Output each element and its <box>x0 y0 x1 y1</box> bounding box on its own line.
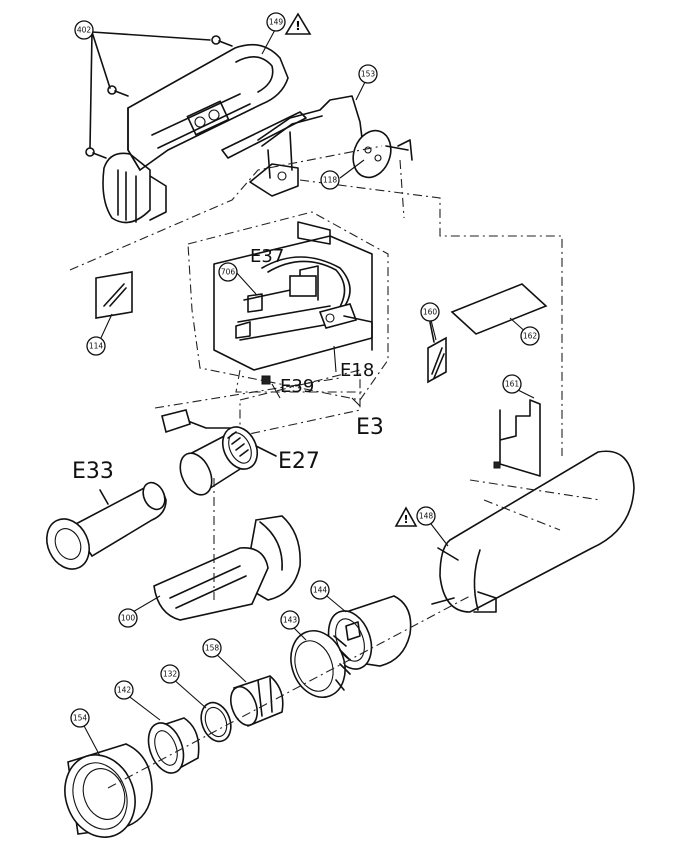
svg-text:114: 114 <box>89 342 104 351</box>
svg-text:158: 158 <box>205 644 220 653</box>
svg-text:!: ! <box>295 19 300 33</box>
label-e33: E33 <box>72 459 114 484</box>
callout-143: 143 <box>280 610 300 630</box>
svg-text:149: 149 <box>269 18 284 27</box>
ring-143 <box>290 630 351 698</box>
warning-triangle-icon: ! <box>284 12 312 35</box>
callout-706: 706 <box>218 262 238 282</box>
svg-text:153: 153 <box>361 70 376 79</box>
motor-e27 <box>161 409 277 496</box>
body-tube-148 <box>431 450 635 613</box>
callout-158: 158 <box>202 638 222 658</box>
callout-149: 149 <box>266 12 286 32</box>
component-e39 <box>261 375 271 385</box>
pcb-100 <box>153 478 269 621</box>
callout-162: 162 <box>520 326 540 346</box>
top-housing-149 <box>102 43 307 224</box>
svg-text:!: ! <box>403 513 408 526</box>
board-frame-e3 <box>69 145 563 456</box>
sheet-162 <box>450 283 548 335</box>
callout-132: 132 <box>160 664 180 684</box>
callout-114: 114 <box>86 336 106 356</box>
label-e3: E3 <box>356 415 384 440</box>
svg-text:162: 162 <box>523 332 538 341</box>
warning-triangle-icon: ! <box>394 506 418 527</box>
callout-148: 148 <box>416 506 436 526</box>
hood-154 <box>64 743 153 838</box>
label-e37: E37 <box>250 246 284 267</box>
callout-153: 153 <box>358 64 378 84</box>
svg-text:100: 100 <box>121 614 136 623</box>
circuit-board <box>213 221 373 371</box>
svg-text:160: 160 <box>423 308 438 317</box>
callout-161: 161 <box>502 374 522 394</box>
svg-text:142: 142 <box>117 686 132 695</box>
screw-402-b <box>107 85 129 97</box>
ring-158 <box>230 675 284 728</box>
svg-text:402: 402 <box>77 26 92 35</box>
label-e39: E39 <box>280 376 314 397</box>
leader-lines-402 <box>89 31 211 149</box>
callout-118: 118 <box>320 170 340 190</box>
svg-text:706: 706 <box>221 268 236 277</box>
optical-axis-line <box>107 595 471 789</box>
callout-142: 142 <box>114 680 134 700</box>
label-114 <box>95 271 133 319</box>
svg-text:143: 143 <box>283 616 298 625</box>
callout-144: 144 <box>310 580 330 600</box>
label-e27: E27 <box>278 449 320 474</box>
svg-text:144: 144 <box>313 586 328 595</box>
ring-132 <box>200 701 232 743</box>
part-160 <box>427 321 447 384</box>
callout-402: 402 <box>74 20 94 40</box>
screw-402-c <box>85 147 107 159</box>
callout-160: 160 <box>420 302 440 322</box>
lens-e33 <box>46 481 167 570</box>
bracket-161 <box>493 399 541 477</box>
disk-118 <box>352 129 413 179</box>
label-e18: E18 <box>340 360 374 381</box>
svg-text:132: 132 <box>163 670 178 679</box>
svg-text:161: 161 <box>505 380 520 389</box>
svg-text:118: 118 <box>323 176 338 185</box>
ring-142 <box>147 717 200 774</box>
svg-text:148: 148 <box>419 512 434 521</box>
callout-leader-lines <box>81 27 535 757</box>
screw-402-a <box>211 35 233 47</box>
svg-text:154: 154 <box>73 714 88 723</box>
callout-100: 100 <box>118 608 138 628</box>
bracket-153 <box>249 95 363 197</box>
callout-154: 154 <box>70 708 90 728</box>
